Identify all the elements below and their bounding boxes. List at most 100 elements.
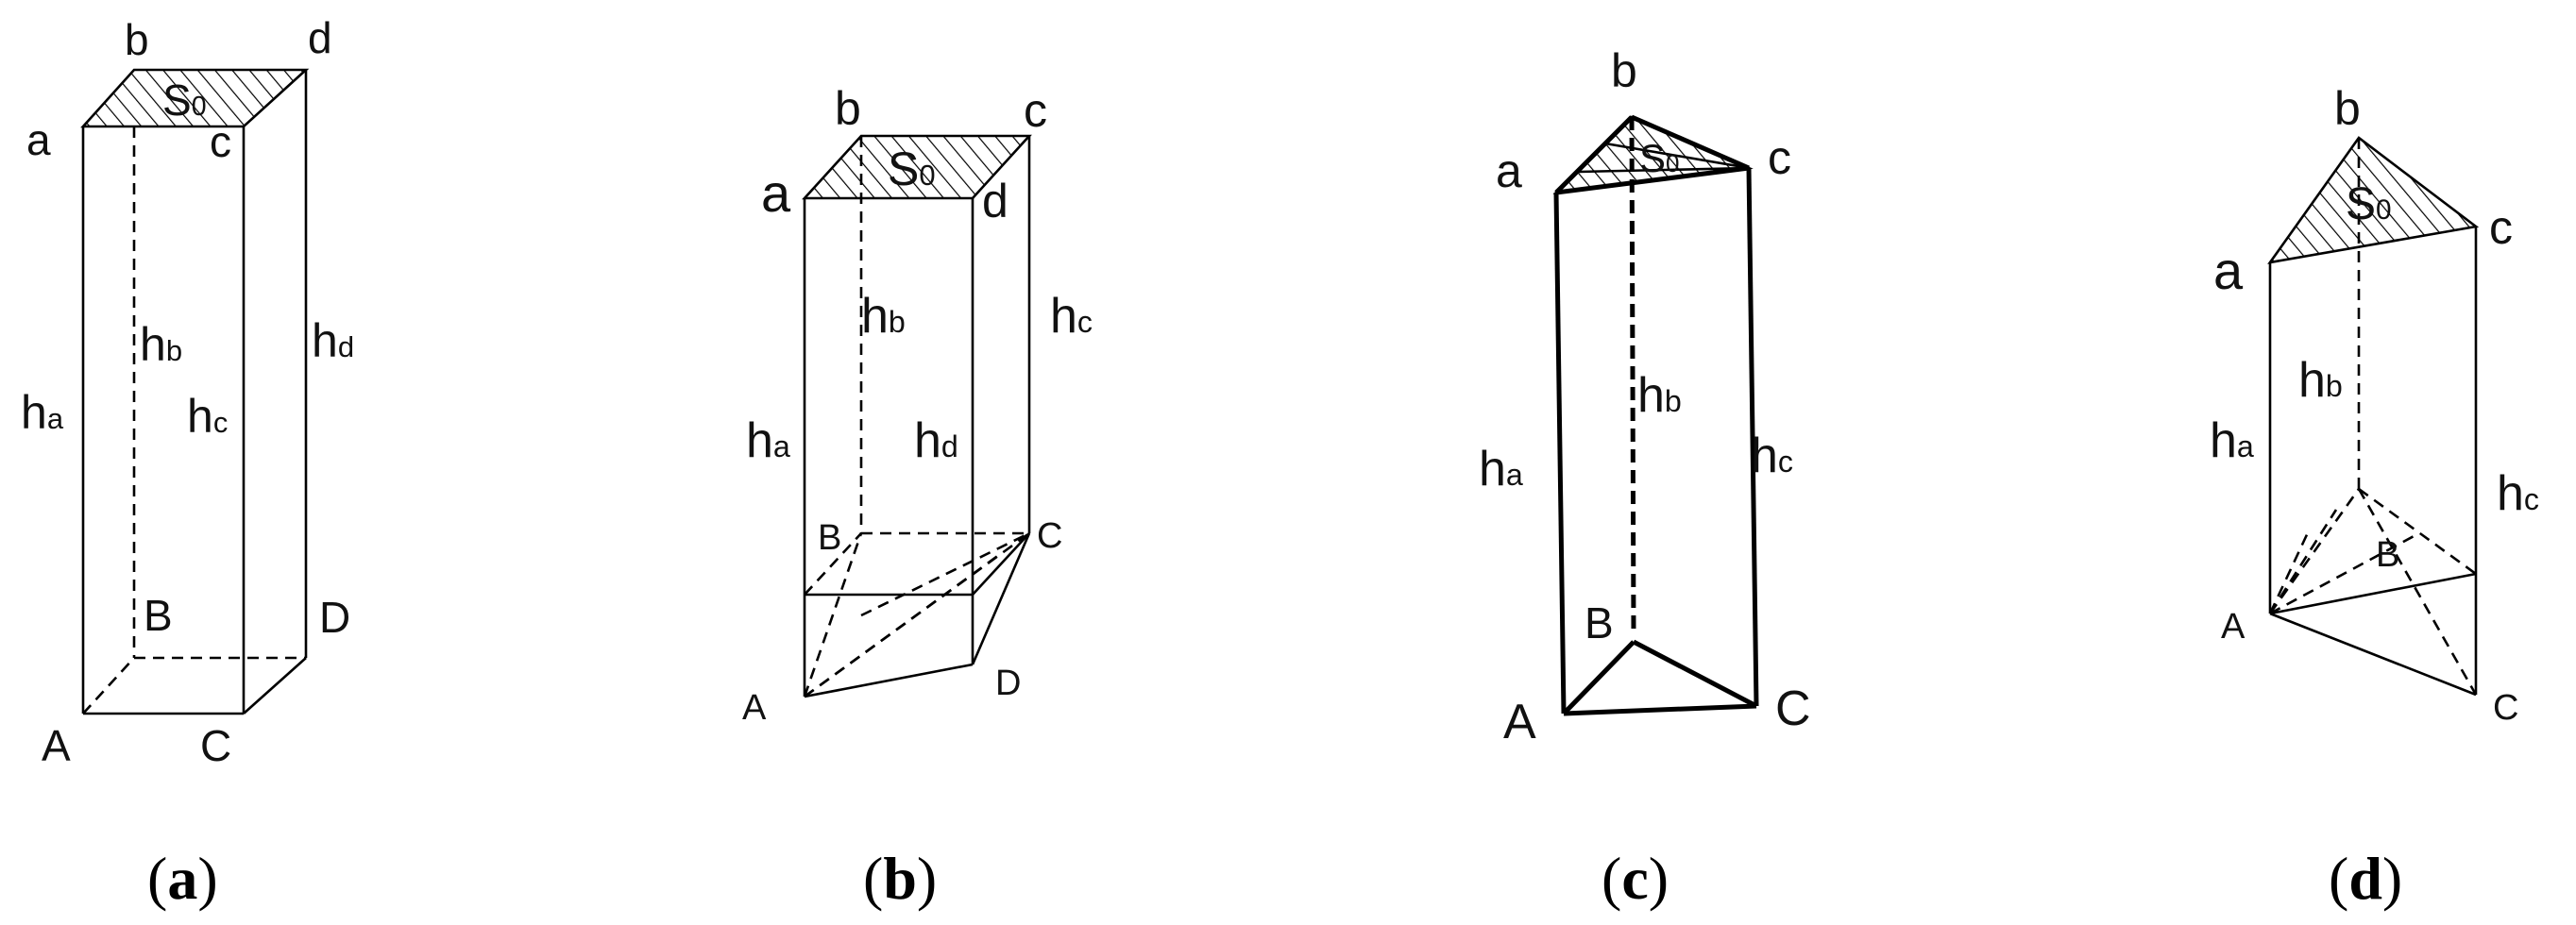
figure-a-vertex-B: B [144,591,173,640]
figure-c-edge-bc [1631,114,1750,171]
figure-c-height-b-sub: b [1665,384,1682,418]
figure-a-height-a-sub: a [47,402,64,435]
figure-b-vertex-a: a [761,163,791,223]
figure-d-cut-BC [2358,487,2477,576]
figure-d-inner-1 [2268,528,2312,614]
figure-b-height-a: ha [746,413,790,468]
figure-c-vertex-b: b [1611,44,1637,97]
figure-b-cut-right [972,532,1030,596]
figure-d-inner-3 [2269,532,2418,615]
figure-a-area-label: S0 [162,76,207,125]
figure-c-edge-AB [1562,640,1635,715]
figure-a-height-b: hb [140,318,182,371]
figure-c-height-a-sub: a [1506,458,1523,492]
figure-d-edge-AC [2269,612,2477,697]
figure-c-vertex-C: C [1775,681,1811,736]
figure-b-area-label: S0 [888,143,936,195]
figure-a: b d a c S0 ha hb hc hd B D A C (a) [21,13,354,912]
figure-c-edge-aA [1553,192,1567,715]
figure-a-vertex-A: A [42,721,71,770]
figure-b-cut-left [804,532,862,596]
figure-a-vertex-c: c [210,117,231,166]
figure-a-edge-AB [82,657,135,715]
figure-b-height-d-main: h [914,413,941,468]
figure-c-vertex-B: B [1585,598,1614,648]
figure-b-diag-1 [860,531,1030,617]
figure-c-vertex-c: c [1768,131,1791,184]
figure-d-inner-2 [2268,509,2338,614]
figure-d-edge-BC [2357,488,2478,696]
figure-c-vertex-a: a [1496,144,1522,197]
figure-b-height-d: hd [914,413,958,468]
figure-d-caption: (d) [2329,845,2402,912]
figure-b-vertex-D: D [995,664,1021,703]
figure-b-edge-AB [803,532,863,698]
figure-d-cut-AB [2268,488,2361,614]
figure-d-height-c: hc [2497,466,2539,521]
figure-c-height-b-main: h [1637,368,1665,423]
figure-a-area-sub: 0 [192,92,207,122]
figure-b-vertex-A: A [742,688,767,728]
figure-b-edge-DC [971,532,1031,665]
figure-b-area-main: S [888,143,919,195]
figure-b-area-sub: 0 [919,159,935,192]
figure-c-height-a-main: h [1479,442,1506,496]
figure-c-inner-2 [1604,142,1750,170]
figure-a-vertex-b: b [125,15,149,64]
figure-a-vertex-C: C [200,721,231,770]
figure-b-height-c-main: h [1050,289,1077,344]
figure-b-vertex-d: d [982,175,1008,227]
figure-c-edge-AC [1563,703,1757,716]
figure-d-vertex-a: a [2213,241,2244,300]
figure-d-height-b-sub: b [2326,369,2343,403]
figure-b-height-b: hb [861,289,906,344]
figure-b-height-a-main: h [746,413,773,468]
figure-d-height-b: hb [2298,353,2343,408]
figure-c-inner-1 [1578,166,1750,174]
figure-b: b c a d S0 ha hb hc hd B C A D (b) [742,82,1093,912]
figure-c-height-c-sub: c [1778,445,1793,479]
figure-b-height-b-sub: b [889,305,906,339]
figure-c-height-c: hc [1751,429,1793,483]
figure-a-height-b-main: h [140,318,166,371]
figure-c-height-b: hb [1637,368,1682,423]
figure-a-vertex-a: a [26,115,51,164]
figure-b-vertex-b: b [835,82,861,135]
figure-d-vertex-C: C [2493,688,2518,728]
figure-c-edge-BC [1632,639,1758,709]
figure-d-vertex-B: B [2376,535,2399,575]
figure-a-vertex-d: d [308,13,332,62]
figure-a-vertex-D: D [319,593,350,642]
figure-a-height-c: hc [187,390,228,443]
figure-d-top-face [2267,136,2480,264]
figure-b-diag-2 [804,550,1004,698]
figure-b-caption: (b) [863,845,937,912]
figure-d-height-a: ha [2210,413,2254,468]
figure-d-vertex-A: A [2221,607,2246,647]
figure-b-vertex-B: B [818,518,841,558]
figure-b-vertex-c: c [1024,84,1047,137]
figure-c-edge-bB [1629,116,1636,633]
figure-d-vertex-c: c [2489,201,2513,254]
figure-c-area-label: S0 [1639,136,1680,180]
figure-d-height-c-sub: c [2524,482,2539,516]
figure-d-vertex-b: b [2334,82,2361,135]
figure-b-height-c-sub: c [1077,305,1093,339]
figure-a-height-a-main: h [21,386,47,439]
figure-b-edge-AD [804,663,974,698]
figure-d-height-a-sub: a [2237,429,2254,463]
figure-c: b a c S0 ha hb hc B A C (c) [1479,44,1811,912]
figure-d-area-label: S0 [2346,179,2392,229]
figure-b-height-c: hc [1050,289,1093,344]
figure-c-caption: (c) [1602,845,1669,912]
figure-b-height-a-sub: a [773,429,790,463]
figure-a-area-main: S [162,76,192,125]
figure-b-height-d-sub: d [941,429,958,463]
figure-d-area-main: S [2346,179,2376,229]
figure-a-height-d: hd [312,314,354,367]
figure-c-vertex-A: A [1503,695,1536,749]
figure-a-height-b-sub: b [166,334,182,367]
figure-c-height-c-main: h [1751,429,1778,483]
figure-d-height-b-main: h [2298,353,2326,408]
